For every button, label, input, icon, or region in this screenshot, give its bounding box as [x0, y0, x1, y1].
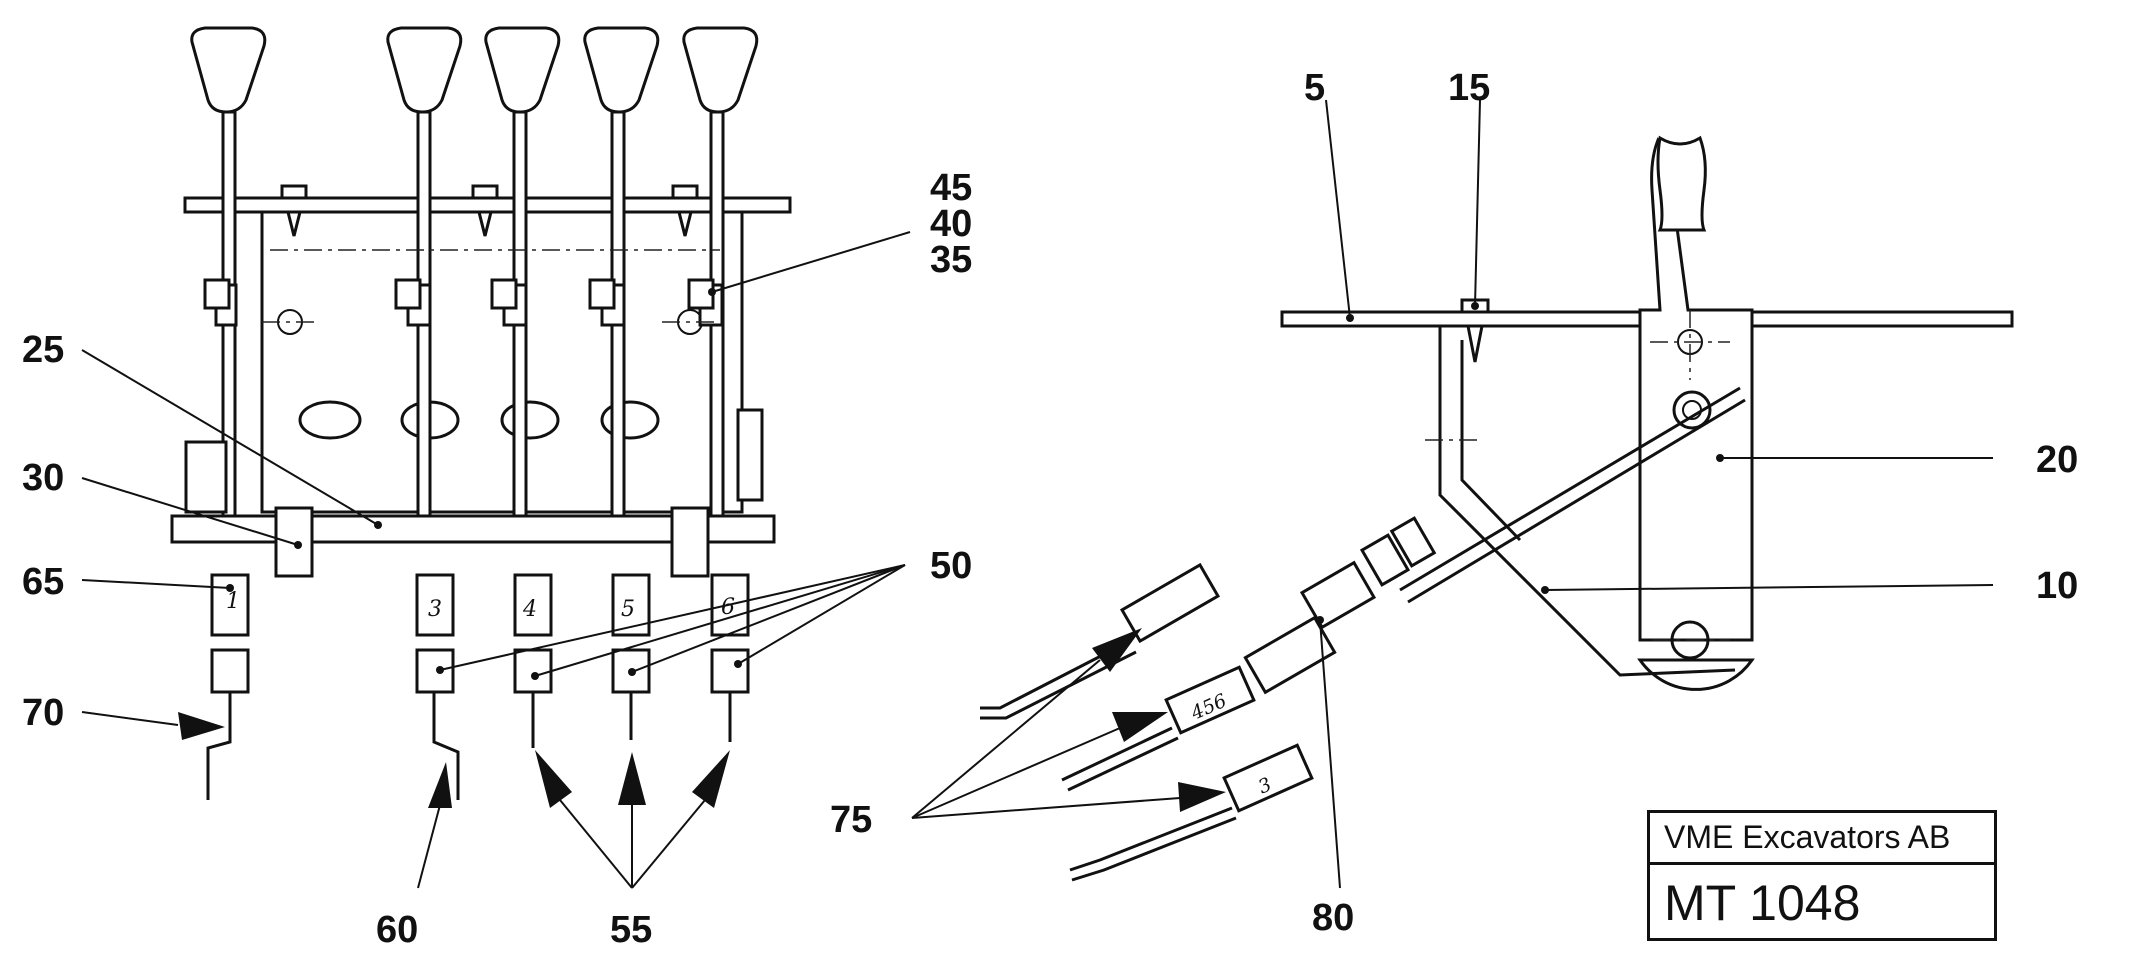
nut-row [203, 278, 715, 310]
company-name: VME Excavators AB [1650, 813, 1994, 865]
plate-screw [280, 184, 308, 237]
bracket-10 [1438, 326, 1736, 677]
shaft-collar [274, 506, 314, 578]
side-clip [184, 440, 228, 514]
lever-knob [1656, 135, 1707, 232]
cable-alternative-1 [980, 562, 1221, 720]
cable-rod [1407, 398, 1746, 604]
cable-alternative-3: 3 [1069, 743, 1314, 882]
callout-15: 15 [1448, 67, 1490, 109]
callout-60: 60 [376, 909, 418, 951]
plate-screw [671, 184, 699, 237]
rod-number-3: 3 [428, 597, 442, 622]
callout-55: 55 [610, 909, 652, 951]
cable-end-70 [206, 692, 232, 800]
callout-20: 20 [2036, 439, 2078, 481]
bracket-10-inner [1460, 340, 1522, 542]
callout-75: 75 [830, 799, 872, 841]
bracket-slot [600, 400, 660, 440]
clamp-nut [1389, 516, 1437, 568]
callout-5: 5 [1304, 67, 1325, 109]
center-lines [262, 249, 1730, 641]
clamp-80 [1299, 560, 1377, 630]
callout-80: 80 [1312, 897, 1354, 939]
leader-lines [81, 99, 1994, 889]
lower-pivot [1670, 620, 1710, 660]
callout-35: 35 [930, 239, 972, 281]
lever-5 [583, 26, 660, 544]
lever-bank-assembly [170, 26, 792, 800]
clamp-nut [1359, 533, 1411, 587]
callout-70: 70 [22, 692, 64, 734]
top-plate [183, 196, 792, 214]
callout-30: 30 [22, 457, 64, 499]
cable-alternative-456: 456 [1061, 665, 1256, 792]
rod-lower-segments [210, 573, 750, 694]
plate-screw [471, 184, 499, 237]
shaft-collar [670, 506, 710, 578]
bracket-slot [500, 400, 560, 440]
pivot-eye [1672, 390, 1712, 430]
cable-rod [1399, 386, 1741, 592]
side-clip [736, 408, 764, 502]
callout-25: 25 [22, 329, 64, 371]
callout-50: 50 [930, 545, 972, 587]
bracket-slot [298, 400, 362, 440]
rod-number-4: 4 [522, 597, 537, 622]
rod-number-5: 5 [621, 597, 635, 622]
single-lever-assembly [1243, 135, 2014, 695]
lever-3 [386, 26, 463, 544]
cable-end-60 [432, 692, 460, 800]
rod-number-1: 1 [226, 589, 240, 614]
rod-number-6: 6 [721, 595, 735, 620]
callout-45: 45 [930, 167, 972, 209]
callout-65: 65 [22, 561, 64, 603]
cable-sleeve [1243, 615, 1337, 695]
drawing-number: MT 1048 [1664, 875, 1861, 931]
callout-40: 40 [930, 203, 972, 245]
callout-labels: 5 15 45 40 35 25 30 65 70 20 10 50 60 55… [22, 67, 2078, 951]
bracket-body [260, 210, 744, 514]
title-block: VME Excavators AB MT 1048 [1647, 810, 1997, 941]
callout-10: 10 [2036, 565, 2078, 607]
